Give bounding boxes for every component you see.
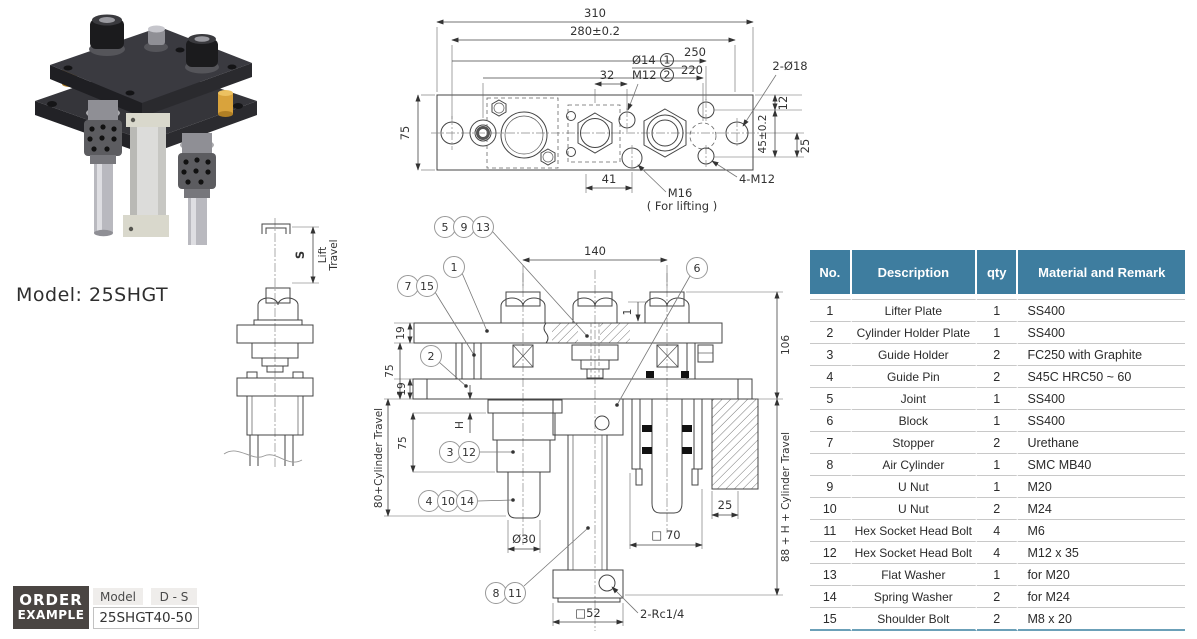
photo-hex-nuts	[89, 14, 219, 74]
order-code-chip: D - S	[151, 588, 197, 605]
dim-280: 280±0.2	[570, 24, 620, 38]
svg-text:12: 12	[462, 446, 476, 459]
dim-75-depth: 75	[398, 126, 412, 141]
order-example-value: 25SHGT40-50	[93, 607, 199, 629]
dim-310: 310	[584, 6, 606, 20]
photo-air-cylinder	[123, 113, 170, 237]
dim-h: H	[454, 421, 466, 429]
label-for-lifting: ( For lifting )	[647, 199, 717, 213]
order-example-line2: EXAMPLE	[17, 608, 85, 623]
dim-88-h-cylinder-travel: 88 + H + Cylinder Travel	[780, 432, 792, 562]
order-example-line1: ORDER	[19, 590, 83, 609]
dim-220: 220	[681, 63, 703, 77]
bolt-left	[500, 291, 546, 324]
product-photo	[35, 14, 257, 245]
order-model-chip: Model	[93, 588, 143, 605]
balloon-ref-1: 1	[664, 54, 671, 67]
balloon-group-lifter-plate: 1	[443, 256, 489, 333]
svg-text:10: 10	[441, 495, 455, 508]
svg-text:5: 5	[442, 221, 449, 234]
label-m16: M16	[668, 186, 693, 200]
table-header-row: No. Description qty Material and Remark	[810, 250, 1185, 299]
dim-140: 140	[584, 244, 606, 258]
balloon-group-guide-holder: 3 12	[439, 441, 515, 463]
photo-guide-holder-right	[178, 133, 216, 245]
dim-dia30: Ø30	[512, 532, 536, 546]
col-description: Description	[851, 250, 978, 299]
dim-19-bot: 19	[396, 382, 408, 395]
label-m12: M12	[632, 68, 657, 82]
label-4m12: 4-M12	[739, 172, 775, 186]
dim-106: 106	[780, 335, 792, 355]
svg-text:6: 6	[694, 262, 701, 275]
bolt-center	[572, 291, 618, 324]
photo-bushing-right	[218, 90, 233, 117]
svg-text:2: 2	[428, 350, 435, 363]
svg-text:1: 1	[451, 261, 458, 274]
label-2xdia18: 2-Ø18	[772, 59, 807, 73]
svg-text:8: 8	[493, 587, 500, 600]
balloon-group-joint: 5 9 13	[434, 216, 589, 338]
svg-text:4: 4	[426, 495, 433, 508]
dim-1: 1	[622, 309, 634, 316]
dim-45: 45±0.2	[757, 115, 769, 154]
label-dia14: Ø14	[632, 53, 656, 67]
photo-guide-holder-left	[84, 100, 122, 237]
dim-25-top: 25	[798, 139, 812, 154]
label-2rc14: 2-Rc1/4	[640, 607, 684, 621]
dim-12: 12	[776, 96, 790, 111]
svg-text:7: 7	[405, 280, 412, 293]
dim-sq52: □52	[575, 606, 601, 620]
bolt-right	[644, 291, 690, 324]
col-material: Material and Remark	[1018, 250, 1185, 299]
balloon-group-block: 6	[615, 257, 708, 407]
svg-text:14: 14	[460, 495, 474, 508]
top-view-drawing: 310 280±0.2 250 220 32 Ø14 1 M12 2 2-Ø18…	[398, 6, 812, 213]
model-label: Model: 25SHGT	[16, 284, 169, 306]
dim-19-top: 19	[395, 326, 407, 339]
svg-text:3: 3	[447, 446, 454, 459]
dim-75-mid: 75	[384, 364, 396, 377]
lift-travel-label-1: Lift	[317, 247, 329, 263]
parts-table: No. Description qty Material and Remark …	[810, 250, 1185, 631]
dim-25-front: 25	[718, 498, 733, 512]
front-view-drawing: 140 1 19 75 19 80+Cylinder Travel 75 H Ø…	[373, 216, 792, 631]
balloon-ref-2: 2	[664, 69, 671, 82]
col-qty: qty	[977, 250, 1019, 299]
balloon-group-air-cylinder: 8 11	[485, 526, 590, 604]
dim-32: 32	[600, 68, 615, 82]
col-no: No.	[810, 250, 852, 299]
dim-sq70: □ 70	[651, 528, 680, 542]
lift-travel-label-2: Travel	[328, 239, 340, 271]
dim-75-low: 75	[397, 436, 409, 449]
balloon-group-guide-pin: 4 10 14	[418, 490, 515, 512]
order-example-badge: ORDER EXAMPLE	[13, 586, 89, 629]
lift-stroke-label: S	[293, 251, 307, 259]
balloon-group-stopper: 7 15	[397, 275, 476, 357]
dim-250: 250	[684, 45, 706, 59]
dim-80-cylinder-travel: 80+Cylinder Travel	[373, 408, 385, 508]
svg-text:15: 15	[420, 280, 434, 293]
side-view-drawing: S Lift Travel	[223, 218, 340, 468]
balloon-group-holder-plate: 2	[420, 345, 468, 388]
svg-text:13: 13	[476, 221, 490, 234]
svg-text:9: 9	[461, 221, 468, 234]
dim-41: 41	[602, 172, 617, 186]
svg-text:11: 11	[508, 587, 522, 600]
